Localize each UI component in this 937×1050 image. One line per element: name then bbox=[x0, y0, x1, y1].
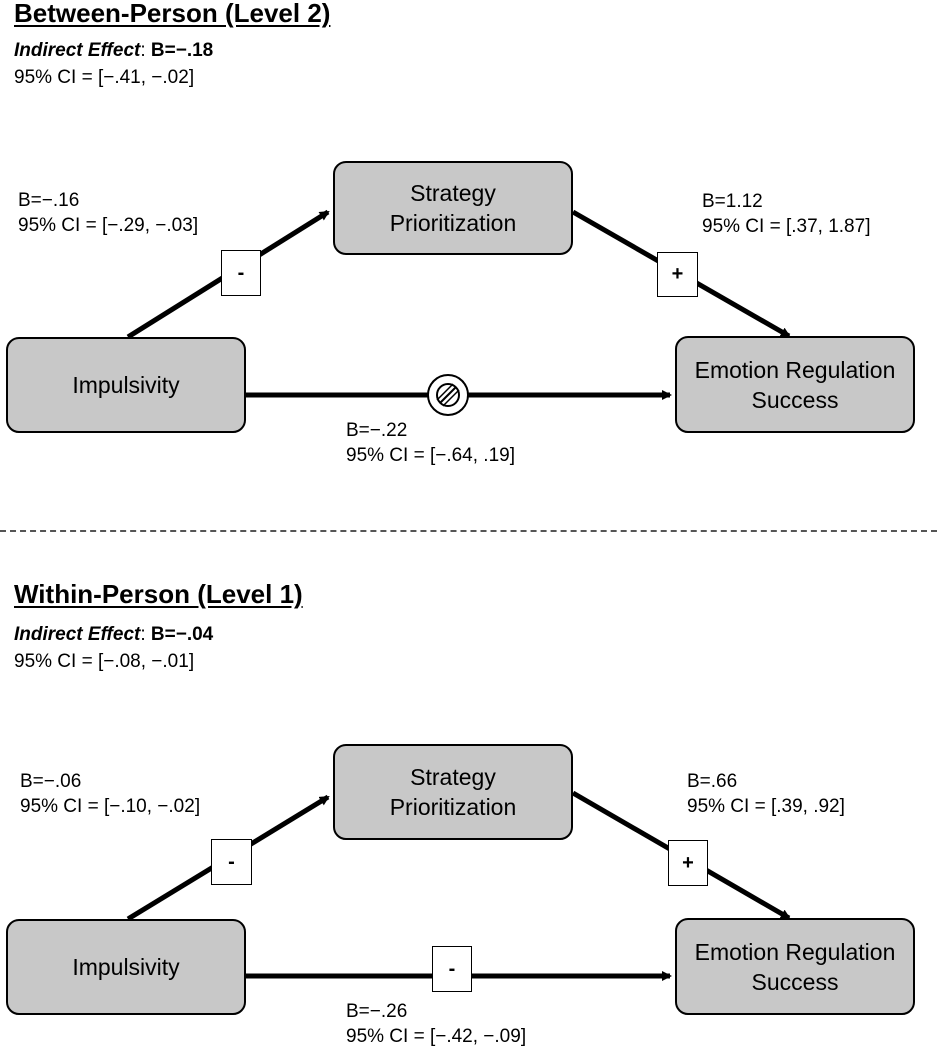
node-label: Impulsivity bbox=[72, 372, 180, 398]
path-c-label-within: B=−.26 95% CI = [−.42, −.09] bbox=[346, 999, 526, 1049]
node-label-line2: Prioritization bbox=[389, 210, 517, 236]
node-label-line1: Strategy bbox=[410, 764, 496, 790]
node-label-line1: Emotion Regulation bbox=[694, 938, 896, 965]
node-label: Impulsivity bbox=[72, 954, 180, 980]
section-title-within: Within-Person (Level 1) bbox=[14, 579, 303, 609]
node-strategy-prioritization: Strategy Prioritization bbox=[333, 744, 573, 840]
section-title-between: Between-Person (Level 2) bbox=[14, 0, 331, 28]
path-a-ci: 95% CI = [−.29, −.03] bbox=[18, 215, 199, 236]
path-c-label-between: B=−.22 95% CI = [−.64, .19] bbox=[346, 418, 515, 468]
indirect-effect-label: Indirect Effect bbox=[14, 40, 141, 61]
indirect-effect-value: B=−.04 bbox=[150, 624, 214, 645]
panel-divider bbox=[0, 530, 937, 532]
path-c-ci: 95% CI = [−.64, .19] bbox=[346, 445, 515, 466]
path-a-coefficient: B=−.06 bbox=[20, 771, 82, 792]
node-emotion-regulation-success: Emotion Regulation Success bbox=[675, 336, 915, 433]
sign-box-b-between: + bbox=[657, 252, 698, 297]
indirect-effect-between: Indirect Effect: B=−.18 bbox=[14, 40, 214, 61]
path-b-coefficient: B=1.12 bbox=[702, 191, 763, 212]
sign-box-a-within: - bbox=[211, 839, 252, 885]
indirect-effect-within: Indirect Effect: B=−.04 bbox=[14, 624, 214, 645]
path-c-coefficient: B=−.22 bbox=[346, 420, 408, 441]
path-c-ci: 95% CI = [−.42, −.09] bbox=[346, 1026, 527, 1047]
null-sign-icon bbox=[427, 374, 469, 416]
node-label-line2: Success bbox=[751, 386, 839, 413]
path-b-coefficient: B=.66 bbox=[687, 771, 738, 792]
indirect-ci-between: 95% CI = [−.41, −.02] bbox=[14, 67, 195, 88]
indirect-effect-label: Indirect Effect bbox=[14, 624, 141, 645]
sign-box-a-between: - bbox=[221, 250, 261, 296]
node-impulsivity: Impulsivity bbox=[6, 337, 246, 433]
sign-box-c-within: - bbox=[432, 946, 472, 992]
path-a-ci: 95% CI = [−.10, −.02] bbox=[20, 796, 201, 817]
node-label-line2: Prioritization bbox=[389, 794, 517, 820]
path-a-label-between: B=−.16 95% CI = [−.29, −.03] bbox=[18, 188, 198, 238]
indirect-ci-within: 95% CI = [−.08, −.01] bbox=[14, 651, 195, 672]
node-label-line1: Emotion Regulation bbox=[694, 356, 896, 383]
sign-box-b-within: + bbox=[668, 840, 708, 886]
path-b-label-within: B=.66 95% CI = [.39, .92] bbox=[687, 769, 845, 819]
path-b-label-between: B=1.12 95% CI = [.37, 1.87] bbox=[702, 189, 870, 239]
node-strategy-prioritization: Strategy Prioritization bbox=[333, 161, 573, 255]
path-a-label-within: B=−.06 95% CI = [−.10, −.02] bbox=[20, 769, 200, 819]
path-a-coefficient: B=−.16 bbox=[18, 190, 80, 211]
node-emotion-regulation-success: Emotion Regulation Success bbox=[675, 918, 915, 1015]
node-label-line2: Success bbox=[751, 968, 839, 995]
path-b-ci: 95% CI = [.37, 1.87] bbox=[702, 216, 871, 237]
node-label-line1: Strategy bbox=[410, 180, 496, 206]
indirect-effect-value: B=−.18 bbox=[150, 40, 214, 61]
node-impulsivity: Impulsivity bbox=[6, 919, 246, 1015]
path-c-coefficient: B=−.26 bbox=[346, 1001, 408, 1022]
path-b-ci: 95% CI = [.39, .92] bbox=[687, 796, 845, 817]
